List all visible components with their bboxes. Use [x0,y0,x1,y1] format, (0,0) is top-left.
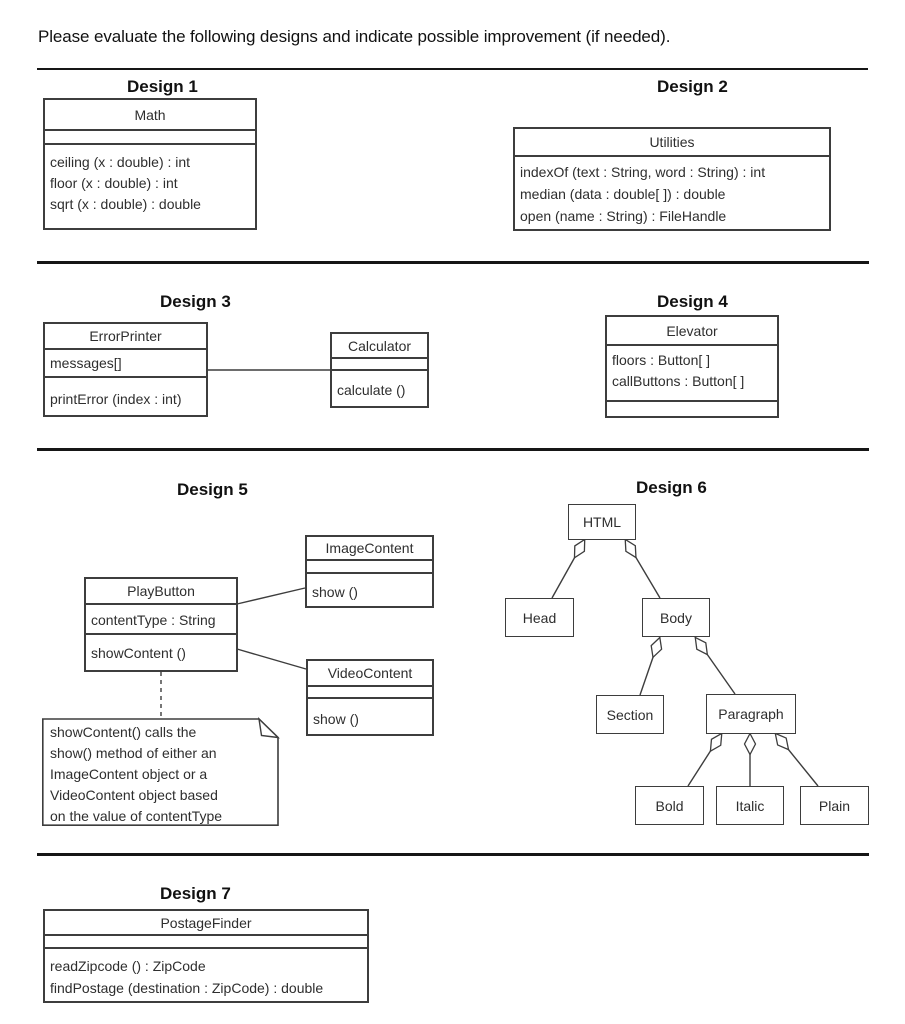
class-title: ErrorPrinter [45,324,206,350]
errorprinter-class-box: ErrorPrinter messages[] printError (inde… [43,322,208,417]
aggregation-diamond-html-head [573,538,586,559]
class-method: readZipcode () : ZipCode [50,958,206,974]
methods-compartment: ceiling (x : double) : int floor (x : do… [45,145,255,228]
methods-compartment: show () [307,574,432,606]
class-attribute: floors : Button[ ] [612,352,711,368]
methods-compartment: indexOf (text : String, word : String) :… [515,157,829,229]
aggregation-diamond-body-section [650,636,663,659]
design5-label: Design 5 [177,480,248,499]
class-attribute: contentType : String [91,612,216,628]
class-method: printError (index : int) [50,391,182,407]
d5-line-playbutton-videocontent [236,648,307,670]
empty-attributes-compartment [307,561,432,574]
aggregation-diamond-body-paragraph [694,636,709,656]
class-method: open (name : String) : FileHandle [520,208,727,224]
section-divider-4 [37,853,869,856]
class-method: calculate () [337,382,406,398]
class-title: VideoContent [308,661,432,687]
class-method: show () [312,584,358,600]
class-title: Math [45,100,255,131]
d6-line-html-head [551,538,586,599]
class-title: PlayButton [86,579,236,605]
methods-compartment: printError (index : int) [45,378,206,415]
note-line: showContent() calls the [50,724,197,740]
design7-label: Design 7 [160,884,231,903]
empty-attributes-compartment [332,359,427,371]
section-divider-2 [37,261,869,264]
d6-line-html-body [624,538,661,599]
attributes-compartment: floors : Button[ ] callButtons : Button[… [607,346,777,402]
uml-note: showContent() calls the show() method of… [50,722,274,827]
empty-methods-compartment [607,402,777,416]
imagecontent-class-box: ImageContent show () [305,535,434,608]
intro-text: Please evaluate the following designs an… [38,27,671,46]
d6-line-paragraph-bold [687,732,723,787]
class-title: Elevator [607,317,777,346]
section-divider-3 [37,448,869,451]
empty-attributes-compartment [45,936,367,949]
methods-compartment: showContent () [86,635,236,670]
d6-line-body-section [639,636,661,696]
class-method: floor (x : double) : int [50,175,178,191]
class-title: Calculator [332,334,427,359]
class-attribute: callButtons : Button[ ] [612,373,745,389]
class-title: PostageFinder [45,911,367,936]
design2-label: Design 2 [657,77,728,96]
attributes-compartment: messages[] [45,350,206,378]
note-line: on the value of contentType [50,808,223,824]
attributes-compartment: contentType : String [86,605,236,635]
note-line: ImageContent object or a [50,766,208,782]
aggregation-diamond-paragraph-bold [709,732,723,753]
tree-node-plain: Plain [800,786,869,825]
methods-compartment: show () [308,699,432,734]
tree-node-italic: Italic [716,786,784,825]
aggregation-diamond-paragraph-italic [743,732,757,756]
design6-label: Design 6 [636,478,707,497]
class-method: indexOf (text : String, word : String) :… [520,164,766,180]
empty-attributes-compartment [308,687,432,699]
d6-line-body-paragraph [694,636,736,695]
methods-compartment: readZipcode () : ZipCode findPostage (de… [45,949,367,1001]
section-divider-1 [37,68,868,70]
tree-node-head: Head [505,598,574,637]
empty-attributes-compartment [45,131,255,145]
design1-label: Design 1 [127,77,198,96]
design3-label: Design 3 [160,292,231,311]
note-line: VideoContent object based [50,787,218,803]
class-attribute: messages[] [50,355,122,371]
aggregation-diamond-html-body [624,538,637,559]
design4-label: Design 4 [657,292,728,311]
utilities-class-box: Utilities indexOf (text : String, word :… [513,127,831,231]
class-title: ImageContent [307,537,432,561]
elevator-class-box: Elevator floors : Button[ ] callButtons … [605,315,779,418]
tree-node-section: Section [596,695,664,734]
class-method: median (data : double[ ]) : double [520,186,726,202]
class-method: findPostage (destination : ZipCode) : do… [50,980,324,996]
tree-node-bold: Bold [635,786,704,825]
d5-line-playbutton-imagecontent [236,587,306,605]
postagefinder-class-box: PostageFinder readZipcode () : ZipCode f… [43,909,369,1003]
tree-node-paragraph: Paragraph [706,694,796,734]
note-line: show() method of either an [50,745,217,761]
playbutton-class-box: PlayButton contentType : String showCont… [84,577,238,672]
methods-compartment: calculate () [332,371,427,406]
class-method: showContent () [91,645,186,661]
class-method: ceiling (x : double) : int [50,154,191,170]
class-title: Utilities [515,129,829,157]
videocontent-class-box: VideoContent show () [306,659,434,736]
class-method: show () [313,711,359,727]
class-method: sqrt (x : double) : double [50,196,201,212]
tree-node-html: HTML [568,504,636,540]
tree-node-body: Body [642,598,710,637]
math-class-box: Math ceiling (x : double) : int floor (x… [43,98,257,230]
calculator-class-box: Calculator calculate () [330,332,429,408]
d6-line-paragraph-plain [774,732,819,787]
